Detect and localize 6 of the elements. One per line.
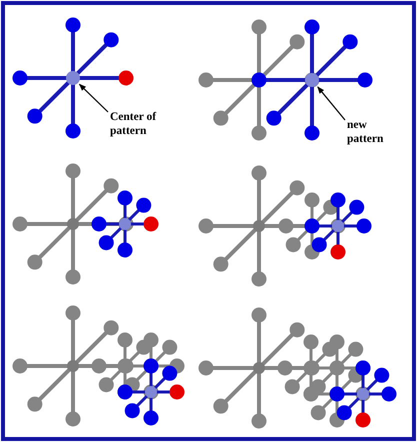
- leader-arrow: [317, 86, 346, 120]
- callout-text: Center of pattern: [110, 110, 158, 138]
- pattern-center-dot: [66, 71, 80, 85]
- pattern-center-dot: [305, 73, 319, 87]
- leader-arrow: [78, 84, 108, 112]
- callout-text: new pattern: [347, 118, 384, 146]
